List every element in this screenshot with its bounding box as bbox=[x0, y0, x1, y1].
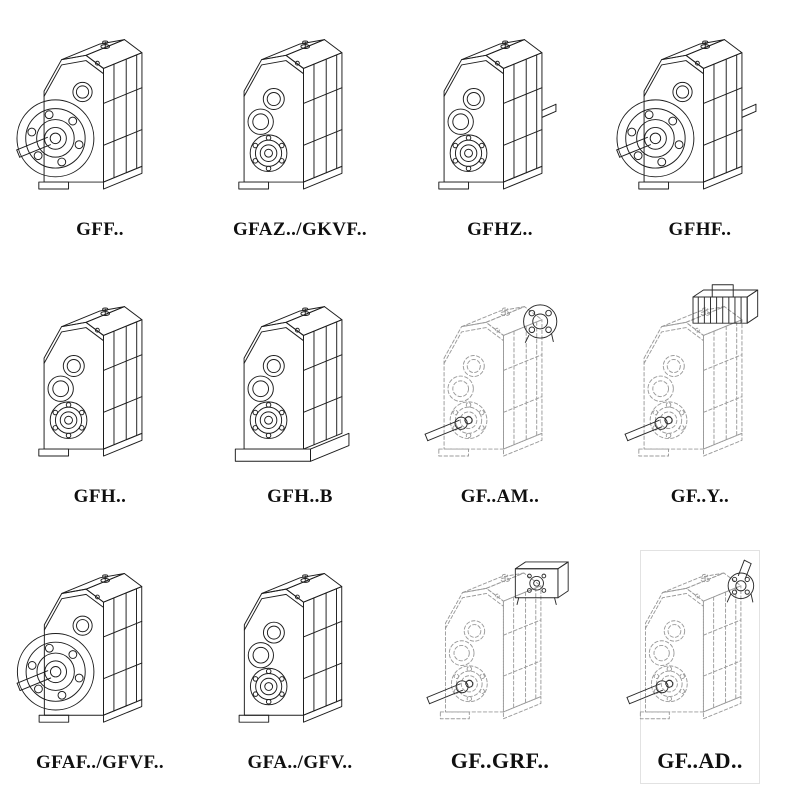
cell-gff: GFF.. bbox=[16, 16, 160, 251]
model-label: GF..AM.. bbox=[460, 486, 540, 507]
gearbox-drawing bbox=[438, 39, 557, 190]
model-label: GFA../GFV.. bbox=[247, 752, 353, 773]
gearbox-drawing bbox=[38, 306, 143, 457]
model-label: GF..Y.. bbox=[670, 486, 730, 507]
model-label: GFH..B bbox=[267, 486, 333, 507]
model-label: GFHF.. bbox=[668, 219, 732, 240]
model-label: GFAF../GFVF.. bbox=[36, 752, 165, 773]
cell-gfaz-gkvf: GFAZ../GKVF.. bbox=[233, 16, 367, 251]
gearbox-drawing bbox=[16, 573, 143, 723]
gearbox-drawing bbox=[624, 284, 759, 457]
gearbox-drawing bbox=[616, 39, 757, 190]
model-label: GFF.. bbox=[76, 219, 124, 240]
gearbox-drawing bbox=[626, 559, 755, 720]
cell-gf-y: GF..Y.. bbox=[624, 283, 760, 518]
gearbox-drawing bbox=[426, 561, 569, 720]
cell-gfhf: GFHF.. bbox=[616, 16, 760, 251]
cell-gfa-gfv: GFA../GFV.. bbox=[238, 550, 360, 784]
gearbox-drawing bbox=[238, 573, 343, 723]
gearbox-drawing bbox=[16, 39, 143, 190]
model-label: GFAZ../GKVF.. bbox=[233, 219, 367, 240]
cell-gf-grf: GF..GRF.. bbox=[426, 550, 569, 784]
gearbox-drawing bbox=[424, 304, 558, 457]
model-label: GF..AD.. bbox=[657, 748, 743, 773]
gearbox-drawing bbox=[238, 39, 343, 190]
cell-gfh-b: GFH..B bbox=[234, 283, 360, 518]
cell-gfhz: GFHZ.. bbox=[438, 16, 560, 251]
gearbox-drawing bbox=[234, 306, 350, 462]
model-label: GFHZ.. bbox=[467, 219, 533, 240]
cell-gf-ad: GF..AD.. bbox=[626, 550, 760, 784]
cell-gf-am: GF..AM.. bbox=[424, 283, 560, 518]
model-label: GFH.. bbox=[73, 486, 127, 507]
model-label: GF..GRF.. bbox=[450, 748, 550, 773]
cell-gfh: GFH.. bbox=[38, 283, 160, 518]
cell-gfaf-gfvf: GFAF../GFVF.. bbox=[16, 550, 164, 784]
